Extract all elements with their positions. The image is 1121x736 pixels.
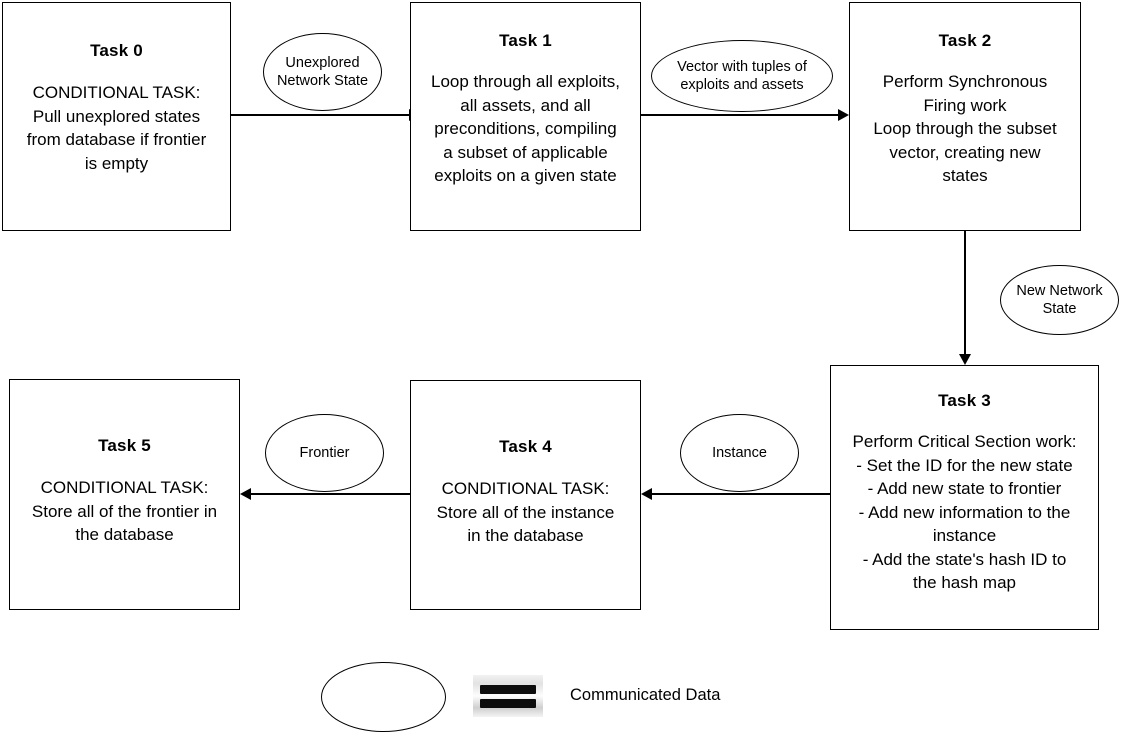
task-title: Task 0 <box>90 41 143 60</box>
connector-task3-to-task4 <box>652 493 831 495</box>
task-body: CONDITIONAL TASK: Store all of the insta… <box>436 479 615 545</box>
data-ellipse-vector-exploits-assets[interactable]: Vector with tuples of exploits and asset… <box>651 40 833 112</box>
data-ellipse-unexplored-network-state[interactable]: Unexplored Network State <box>263 33 382 111</box>
data-ellipse-label: Instance <box>712 445 767 461</box>
data-ellipse-instance[interactable]: Instance <box>680 414 799 492</box>
task-title: Task 3 <box>938 391 991 410</box>
data-ellipse-new-network-state[interactable]: New Network State <box>1000 265 1119 335</box>
arrowhead-task3-to-task4 <box>641 488 652 500</box>
task-title: Task 4 <box>499 437 552 456</box>
task-node-task-4[interactable]: Task 4 CONDITIONAL TASK: Store all of th… <box>410 380 641 610</box>
equals-icon-bar-top <box>480 684 536 694</box>
task-node-task-1[interactable]: Task 1 Loop through all exploits, all as… <box>410 2 641 231</box>
task-body: Perform Critical Section work: - Set the… <box>852 432 1077 592</box>
task-body: Perform Synchronous Firing work Loop thr… <box>873 72 1057 185</box>
task-body: Loop through all exploits, all assets, a… <box>430 72 621 185</box>
data-ellipse-label: Unexplored Network State <box>276 55 369 89</box>
task-body: CONDITIONAL TASK: Store all of the front… <box>31 478 218 544</box>
task-node-task-5[interactable]: Task 5 CONDITIONAL TASK: Store all of th… <box>9 379 240 610</box>
legend-ellipse-shape <box>321 662 446 732</box>
equals-icon <box>473 675 543 717</box>
arrowhead-task4-to-task5 <box>240 488 251 500</box>
equals-icon-bar-bottom <box>480 698 536 708</box>
task-node-task-0[interactable]: Task 0 CONDITIONAL TASK: Pull unexplored… <box>2 2 231 231</box>
data-ellipse-label: Vector with tuples of exploits and asset… <box>677 59 807 93</box>
connector-task1-to-task2 <box>641 114 839 116</box>
task-body: CONDITIONAL TASK: Pull unexplored states… <box>26 83 207 173</box>
legend-label: Communicated Data <box>570 686 721 704</box>
task-title: Task 2 <box>938 31 992 50</box>
data-ellipse-label: New Network State <box>1016 283 1103 317</box>
task-node-task-2[interactable]: Task 2 Perform Synchronous Firing work L… <box>849 2 1081 231</box>
data-ellipse-label: Frontier <box>299 445 350 461</box>
connector-task2-to-task3 <box>964 230 966 358</box>
arrowhead-task1-to-task2 <box>838 109 849 121</box>
task-title: Task 1 <box>499 31 552 50</box>
connector-task0-to-task1 <box>231 114 421 116</box>
arrowhead-task2-to-task3 <box>959 354 971 365</box>
data-ellipse-frontier[interactable]: Frontier <box>265 414 384 492</box>
task-node-task-3[interactable]: Task 3 Perform Critical Section work: - … <box>830 365 1099 630</box>
connector-task4-to-task5 <box>251 493 411 495</box>
task-title: Task 5 <box>98 436 151 455</box>
